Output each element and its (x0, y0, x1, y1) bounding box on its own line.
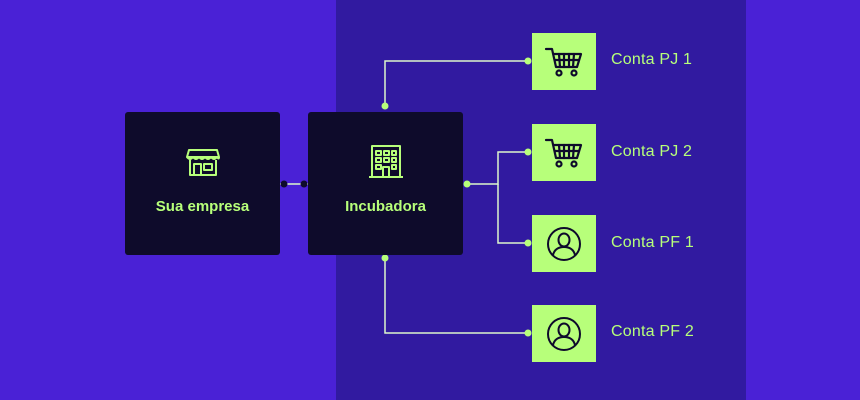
dot-pj1 (524, 57, 532, 65)
link-pj2 (467, 151, 529, 185)
user-icon (547, 226, 581, 261)
dot-incubator-bottom (381, 254, 389, 262)
account-tile-pf2 (532, 305, 596, 362)
dot-incubator-right (463, 180, 471, 188)
account-label-pj2: Conta PJ 2 (611, 143, 693, 160)
link-pf2 (384, 259, 529, 334)
dot-pf1 (524, 239, 532, 247)
dot-company-right (280, 180, 288, 188)
building-icon (368, 145, 403, 178)
shopping-cart-icon (544, 47, 583, 77)
dot-incubator-top (381, 102, 389, 110)
account-label-pf2: Conta PF 2 (611, 323, 694, 340)
account-tile-pj2 (532, 124, 596, 181)
account-tile-pf1 (532, 215, 596, 272)
account-label-pf1: Conta PF 1 (611, 234, 694, 251)
dot-incubator-left (300, 180, 308, 188)
link-pf1 (497, 184, 529, 244)
incubator-card: Incubadora (308, 112, 463, 255)
incubator-label: Incubadora (345, 198, 426, 215)
account-label-pj1: Conta PJ 1 (611, 51, 693, 68)
dot-pf2 (524, 329, 532, 337)
shopping-cart-icon (544, 138, 583, 168)
company-label: Sua empresa (155, 198, 250, 215)
link-pj1 (384, 60, 529, 105)
storefront-icon (185, 149, 220, 176)
account-tile-pj1 (532, 33, 596, 90)
company-card: Sua empresa (125, 112, 280, 255)
user-icon (547, 316, 581, 351)
dot-pj2 (524, 148, 532, 156)
